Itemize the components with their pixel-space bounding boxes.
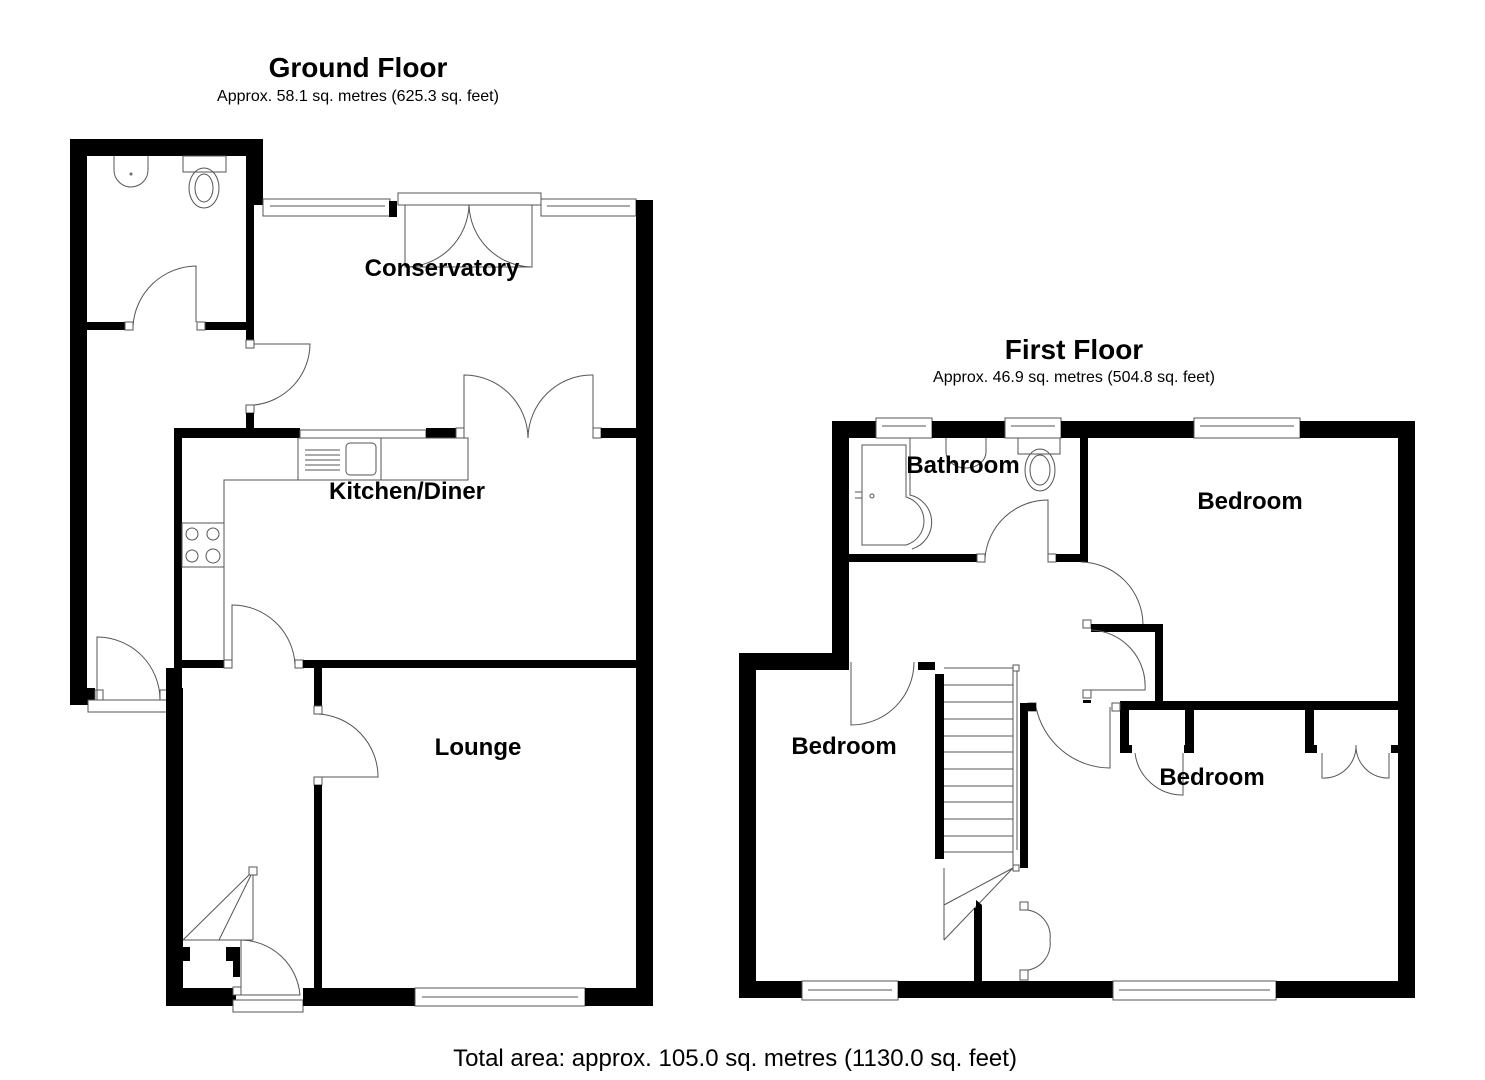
room-label-kitchen-diner: Kitchen/Diner <box>328 478 486 505</box>
ground-floor-area: Approx. 58.1 sq. metres (625.3 sq. feet) <box>217 88 499 105</box>
room-label-conservatory: Conservatory <box>364 255 520 282</box>
staircase-icon <box>935 664 1020 941</box>
room-label-bedroom-rear: Bedroom <box>1197 488 1303 515</box>
room-label-bathroom: Bathroom <box>906 452 1020 479</box>
room-label-bedroom-front: Bedroom <box>1159 764 1265 791</box>
room-label-bedroom-left: Bedroom <box>791 733 897 760</box>
total-area: Total area: approx. 105.0 sq. metres (11… <box>453 1045 1017 1072</box>
room-label-lounge: Lounge <box>434 734 522 761</box>
first-floor-area: Approx. 46.9 sq. metres (504.8 sq. feet) <box>933 369 1215 386</box>
first-floor-plan <box>739 417 1415 1001</box>
first-floor-title: First Floor <box>1004 334 1144 365</box>
bathroom-basin-icon <box>945 438 987 469</box>
hob-icon <box>181 522 225 568</box>
ground-floor-plan <box>70 139 653 1013</box>
bathroom-toilet-icon <box>1017 437 1061 492</box>
kitchen-sink-icon <box>305 442 377 476</box>
ground-floor-title: Ground Floor <box>268 52 448 83</box>
bathtub-icon <box>855 438 933 550</box>
